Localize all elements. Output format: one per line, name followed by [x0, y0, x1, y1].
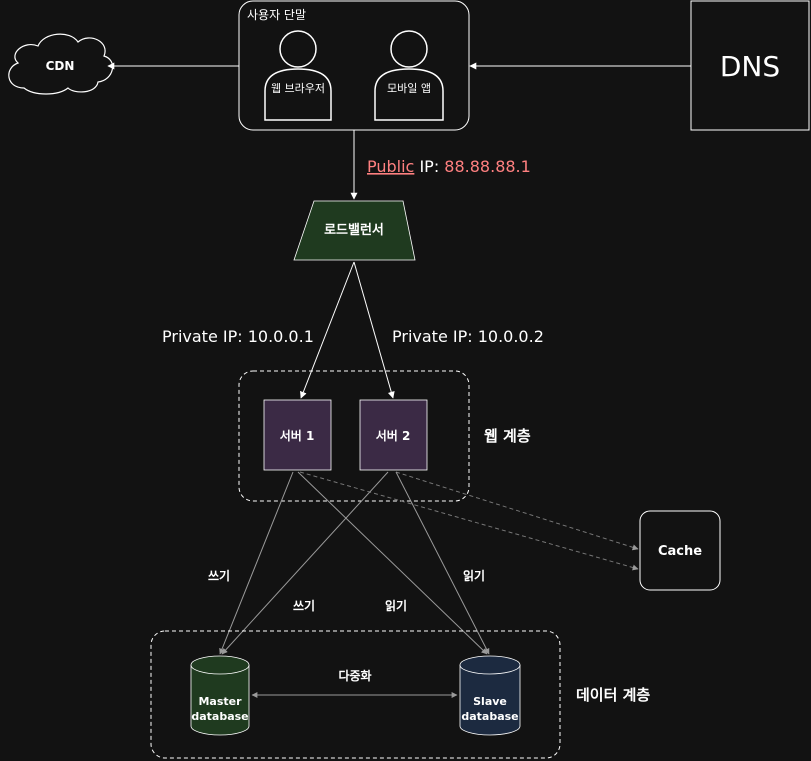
master-database-icon[interactable] — [190, 655, 250, 736]
mobile-app-user-icon[interactable] — [374, 30, 444, 121]
server2-to-cache-edge — [395, 471, 639, 551]
public-ip-prefix: Public — [367, 157, 414, 176]
public-ip-middle: IP: — [414, 157, 444, 176]
load-balancer-label: 로드밸런서 — [324, 223, 384, 238]
server2-read-slave-edge — [395, 471, 490, 655]
cdn-label: CDN — [46, 59, 75, 73]
load-balancer-shape[interactable] — [293, 200, 416, 261]
web-tier-label: 웹 계층 — [484, 427, 531, 445]
master-db-label-line2: database — [191, 710, 248, 723]
slave-db-label-line2: database — [461, 710, 518, 723]
cache-label: Cache — [658, 544, 702, 559]
slave-db-label-line1: Slave — [473, 695, 507, 708]
private-ip-right-label: Private IP: 10.0.0.2 — [392, 327, 544, 346]
server1-to-cache-edge — [299, 471, 639, 571]
lb-to-server2-edge — [353, 261, 395, 399]
public-ip-label: Public IP: 88.88.88.1 — [367, 157, 531, 176]
private-ip-left-label: Private IP: 10.0.0.1 — [162, 327, 314, 346]
server-1-label: 서버 1 — [280, 428, 315, 443]
data-tier-label: 데이터 계층 — [576, 686, 650, 704]
client-devices-label: 사용자 단말 — [247, 8, 306, 22]
server2-write-master-edge — [221, 471, 389, 655]
web-browser-label: 웹 브라우저 — [271, 82, 325, 95]
server-1-box[interactable] — [263, 399, 332, 471]
read-center-label: 읽기 — [385, 598, 407, 613]
server-2-box[interactable] — [359, 399, 428, 471]
lb-to-server1-edge — [300, 261, 355, 399]
read-right-label: 읽기 — [463, 568, 485, 583]
dns-label: DNS — [720, 50, 780, 83]
web-browser-user-icon[interactable] — [264, 30, 332, 121]
cdn-cloud-icon[interactable] — [8, 33, 114, 95]
replication-label: 다중화 — [338, 668, 371, 683]
write-center-label: 쓰기 — [293, 598, 315, 613]
data-tier-group[interactable] — [150, 630, 561, 759]
slave-database-icon[interactable] — [459, 655, 521, 736]
server-2-label: 서버 2 — [376, 428, 411, 443]
master-db-label-line1: Master — [198, 695, 242, 708]
mobile-app-label: 모바일 앱 — [387, 81, 431, 95]
write-left-label: 쓰기 — [208, 568, 230, 583]
cache-box[interactable] — [639, 510, 721, 591]
server1-write-master-edge — [219, 471, 294, 655]
server1-read-slave-edge — [297, 471, 488, 655]
public-ip-address: 88.88.88.1 — [444, 157, 531, 176]
web-tier-group[interactable] — [238, 370, 470, 502]
